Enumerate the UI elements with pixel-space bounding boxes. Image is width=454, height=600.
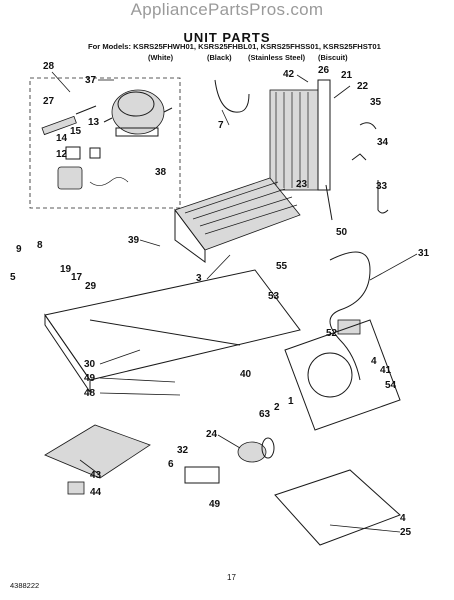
callout-17: 17: [71, 272, 83, 283]
variant-label-black: (Black): [207, 53, 232, 62]
callout-37: 37: [85, 75, 97, 86]
callout-50: 50: [336, 227, 348, 238]
insulation-pad-part: [44, 424, 151, 479]
callout-49: 49: [84, 373, 96, 384]
overload-part: [65, 146, 81, 160]
callout-27: 27: [43, 96, 55, 107]
callout-24: 24: [206, 429, 218, 440]
callout-21: 21: [341, 70, 353, 81]
callout-14: 14: [56, 133, 68, 144]
callout-33: 33: [376, 181, 388, 192]
clip-34: [351, 153, 367, 161]
callout-38: 38: [155, 167, 167, 178]
callout-25: 25: [400, 527, 412, 538]
page-number: 17: [227, 573, 236, 582]
callout-3: 3: [196, 273, 202, 284]
document-code: 4388222: [10, 581, 40, 590]
callout-52: 52: [326, 328, 338, 339]
callout-1: 1: [288, 396, 294, 407]
base-frame-part: [44, 269, 301, 394]
callout-42: 42: [283, 69, 295, 80]
callout-39: 39: [128, 235, 140, 246]
motor-mount-part: [184, 466, 220, 484]
callout-32: 32: [177, 445, 189, 456]
relay-part: [57, 166, 83, 190]
callout-44: 44: [90, 487, 102, 498]
callout-23: 23: [296, 179, 308, 190]
callout-54: 54: [385, 380, 397, 391]
callout-40: 40: [240, 369, 252, 380]
wiring-harness-part: [329, 251, 371, 381]
callout-63: 63: [259, 409, 271, 420]
callout-13: 13: [88, 117, 100, 128]
evaporator-part: [174, 177, 301, 263]
condenser-part: [269, 79, 331, 191]
callout-29: 29: [85, 281, 97, 292]
fan-motor-part: [237, 437, 275, 463]
callout-31: 31: [418, 248, 430, 259]
diagram-title: UNIT PARTS: [183, 30, 271, 45]
callout-4b: 4: [400, 513, 406, 524]
variant-label-stainless: (Stainless Steel): [248, 53, 306, 62]
compressor-part: [103, 89, 173, 137]
variant-label-white: (White): [148, 53, 174, 62]
callout-55: 55: [276, 261, 288, 272]
callout-34: 34: [377, 137, 389, 148]
start-capacitor-part: [41, 105, 97, 136]
callout-8: 8: [37, 240, 43, 251]
callout-41: 41: [380, 365, 392, 376]
callout-5: 5: [10, 272, 16, 283]
fan-bracket-part: [284, 319, 401, 431]
tube-33: [377, 180, 389, 214]
callout-15: 15: [70, 126, 82, 137]
model-numbers: For Models: KSRS25FHWH01, KSRS25FHBL01, …: [88, 42, 381, 51]
callout-12: 12: [56, 149, 68, 160]
callout-4: 4: [371, 356, 377, 367]
callout-49b: 49: [209, 499, 221, 510]
clip-23: [325, 184, 333, 221]
callout-6: 6: [168, 459, 174, 470]
callout-9: 9: [16, 244, 22, 255]
callout-53: 53: [268, 291, 280, 302]
drain-pan-part: [274, 469, 401, 546]
callout-30: 30: [84, 359, 96, 370]
callout-26: 26: [318, 65, 330, 76]
variant-label-biscuit: (Biscuit): [318, 53, 348, 62]
site-watermark: AppliancePartsPros.com: [130, 0, 324, 19]
grommet-part: [67, 481, 85, 495]
callout-35: 35: [370, 97, 382, 108]
cover-part: [89, 147, 101, 159]
callout-19: 19: [60, 264, 72, 275]
callout-2: 2: [274, 402, 280, 413]
harness-part: [89, 177, 129, 186]
callout-28: 28: [43, 61, 55, 72]
tube-part: [214, 79, 250, 113]
callout-43: 43: [90, 470, 102, 481]
callout-48: 48: [84, 388, 96, 399]
clip-35: [359, 122, 377, 130]
callout-7: 7: [218, 120, 224, 131]
callout-22: 22: [357, 81, 369, 92]
